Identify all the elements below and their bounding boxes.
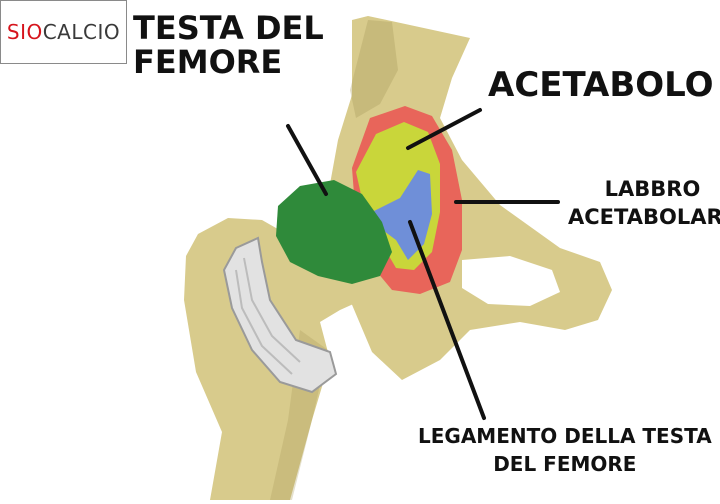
- label-labrum: LABBRO ACETABOLARE: [568, 175, 720, 232]
- leader-line-acetabulum: [406, 108, 482, 150]
- leader-line-femoral-head: [286, 124, 328, 196]
- label-femoral-head-line-1: TESTA DEL: [133, 9, 324, 47]
- ilium-shading: [350, 20, 398, 118]
- femoral-head: [276, 180, 392, 284]
- label-ligament-line-2: DEL FEMORE: [493, 452, 637, 476]
- capsule-fibers: [235, 257, 301, 375]
- label-labrum-line-1: LABBRO: [604, 177, 701, 201]
- label-femoral-head: TESTA DEL FEMORE: [133, 9, 324, 81]
- leader-line-ligament: [408, 220, 486, 420]
- joint-capsule: [222, 236, 338, 394]
- label-labrum-line-2: ACETABOLARE: [568, 205, 720, 230]
- label-ligament: LEGAMENTO DELLA TESTA DEL FEMORE: [418, 422, 712, 478]
- logo-part-1: SIO: [6, 20, 43, 44]
- label-ligament-line-1: LEGAMENTO DELLA TESTA: [418, 424, 712, 448]
- label-acetabulum: ACETABOLO: [488, 65, 714, 105]
- label-femoral-head-line-2: FEMORE: [133, 42, 283, 81]
- logo-part-2: CALCIO: [42, 20, 121, 44]
- obturator-foramen: [462, 256, 560, 306]
